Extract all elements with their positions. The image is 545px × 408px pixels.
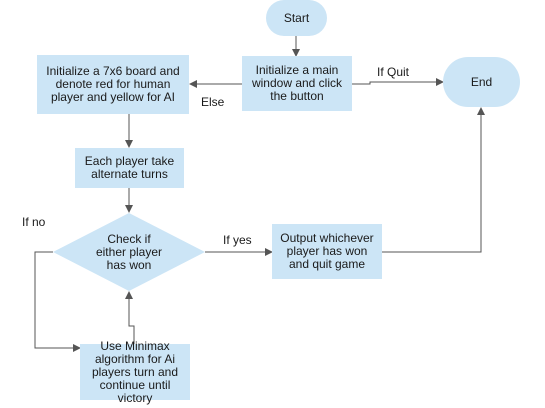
alternate-turns-node: Each player take alternate turns	[75, 148, 184, 188]
minimax-node-label: Use Minimax algorithm for Ai players tur…	[91, 338, 179, 405]
init-window-node-label: Initialize a main window and click the b…	[251, 63, 343, 103]
edge-label-if-no: If no	[22, 215, 46, 229]
init-window-node: Initialize a main window and click the b…	[242, 56, 352, 111]
start-node: Start	[266, 0, 327, 36]
edge-check-to-minimax	[34, 251, 81, 352]
minimax-node: Use Minimax algorithm for Ai players tur…	[80, 339, 190, 404]
output-winner-node: Output whichever player has won and quit…	[272, 224, 382, 279]
init-board-node-label: Initialize a 7x6 board and denote red fo…	[46, 64, 180, 104]
init-board-node: Initialize a 7x6 board and denote red fo…	[37, 55, 189, 114]
edge-output-to-end	[382, 107, 485, 253]
edge-label-else: Else	[201, 95, 225, 109]
output-winner-node-label: Output whichever player has won and quit…	[280, 231, 374, 271]
start-node-label: Start	[283, 10, 310, 25]
end-node-label: End	[470, 74, 493, 89]
end-node: End	[443, 57, 520, 107]
check-diamond-shape	[53, 213, 205, 291]
edge-init-window-to-end	[352, 78, 444, 86]
edge-label-if-quit: If Quit	[377, 65, 410, 79]
check-win-decision-label: Check if either player has won	[95, 232, 163, 272]
edge-label-if-yes: If yes	[223, 233, 252, 247]
alternate-turns-node-label: Each player take alternate turns	[84, 154, 175, 181]
edge-minimax-to-check	[125, 291, 135, 344]
